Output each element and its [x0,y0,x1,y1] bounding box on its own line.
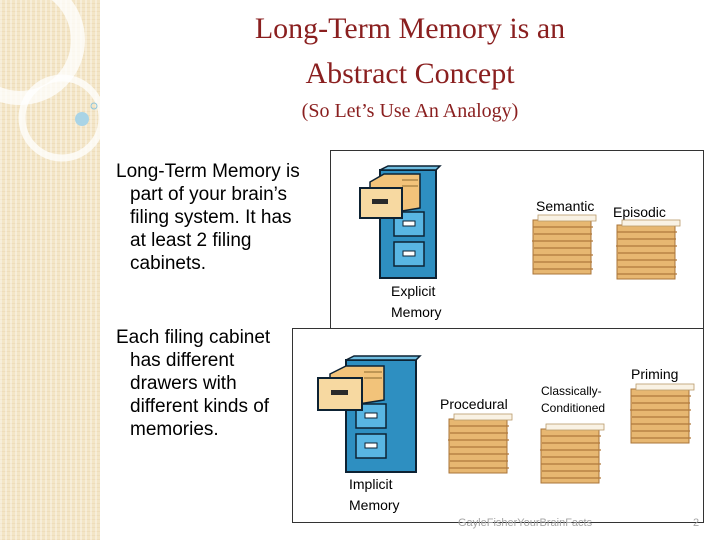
footer-source: GayleFisherYourBrainFacts [458,517,593,529]
file-stack-icon [532,214,597,275]
slide-title-line-1: Long-Term Memory is an [254,12,566,45]
classically-conditioned-label-line1: Classically- [541,384,602,398]
explicit-memory-label-line2: Memory [391,304,442,320]
procedural-label: Procedural [440,396,508,412]
filing-cabinet-icon [317,355,422,473]
decorative-circles [0,0,106,162]
implicit-memory-label-line1: Implicit [349,476,393,492]
explicit-memory-label-line1: Explicit [391,283,436,299]
bullet-text-1: Long-Term Memory is part of your brain’s… [116,161,300,274]
slide-title-line-2: Abstract Concept [305,57,515,90]
priming-label: Priming [631,366,679,382]
episodic-label: Episodic [613,204,666,220]
bullet-text-2: Each filing cabinet has different drawer… [116,327,271,440]
page-number: 2 [693,517,700,529]
file-stack-icon [540,423,605,484]
decorative-sidebar [0,0,106,540]
semantic-label: Semantic [536,198,595,214]
implicit-memory-label-line2: Memory [349,497,400,513]
file-stack-icon [630,383,695,444]
file-stack-icon [616,219,681,280]
file-stack-icon [448,413,513,474]
filing-cabinet-icon [359,165,442,279]
classically-conditioned-label-line2: Conditioned [541,401,606,415]
slide-subtitle: (So Let’s Use An Analogy) [301,100,519,122]
